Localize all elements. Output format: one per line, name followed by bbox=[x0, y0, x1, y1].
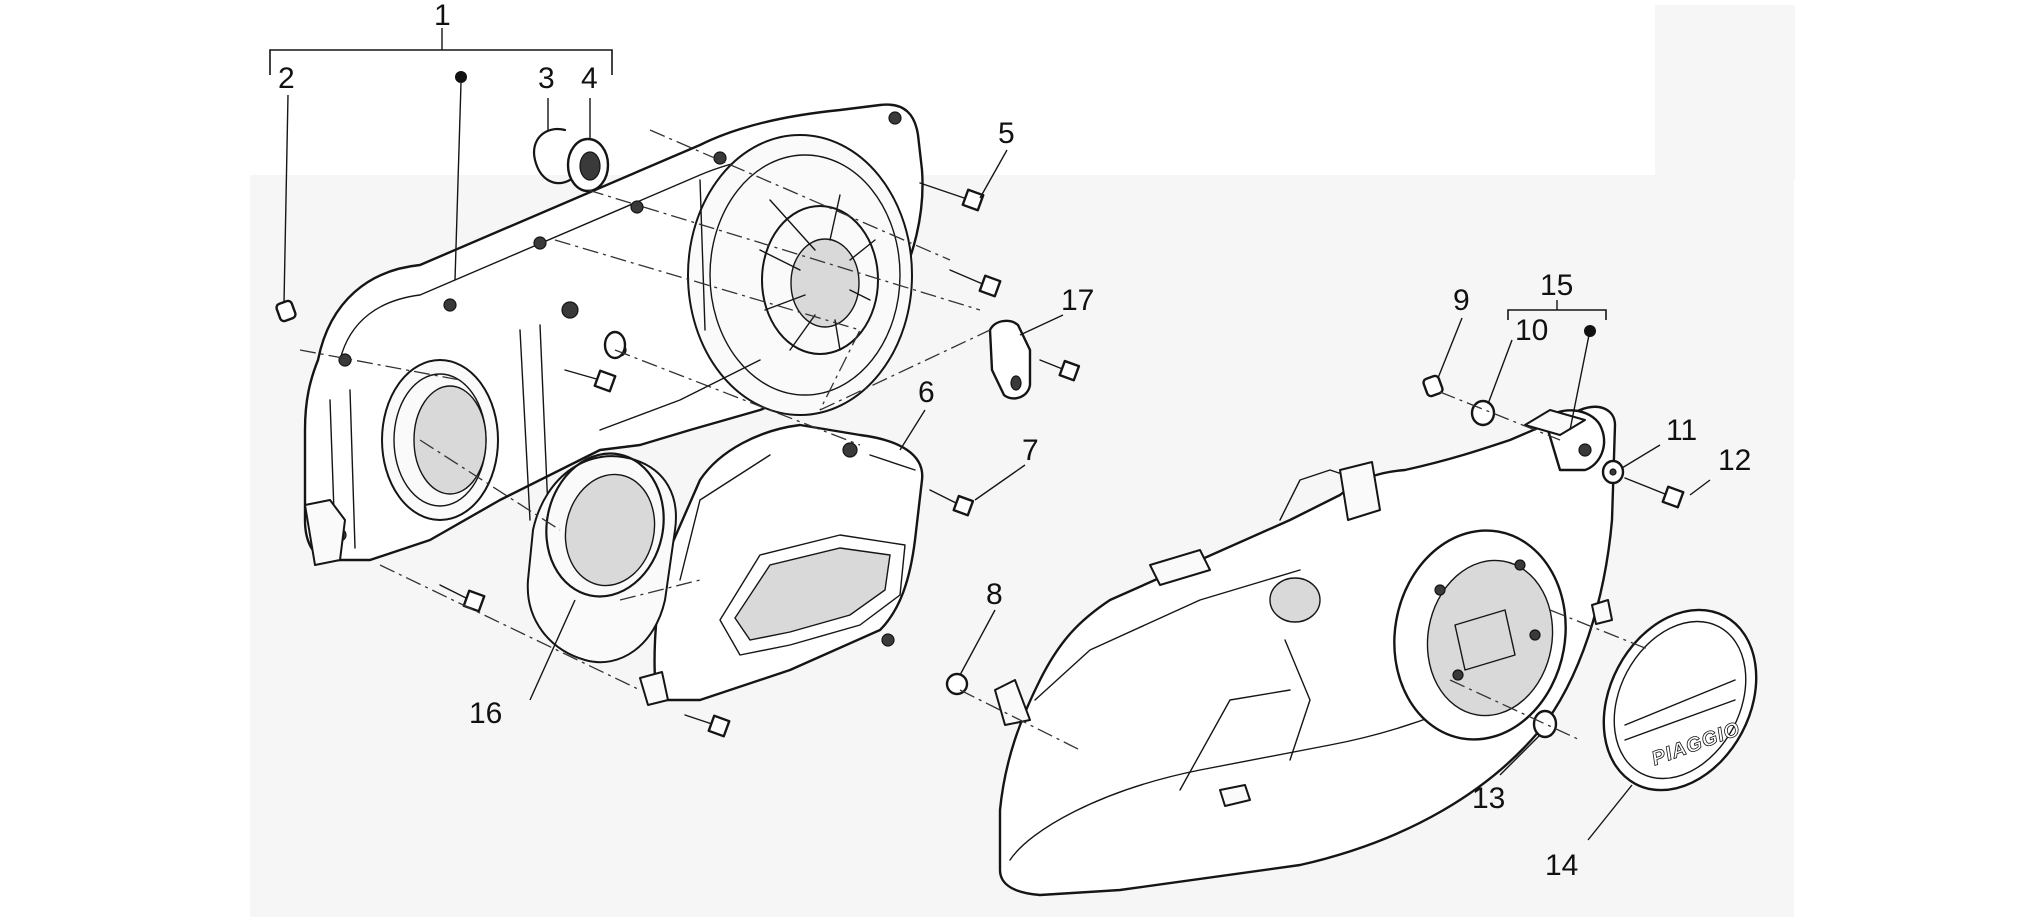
outer-transmission-cover bbox=[994, 405, 1617, 897]
callout-9: 9 bbox=[1453, 284, 1470, 317]
piaggio-badge-cap: PIAGGIO bbox=[1602, 608, 1758, 792]
background-panel-top bbox=[1655, 5, 1795, 180]
callout-5: 5 bbox=[998, 117, 1015, 150]
dowel-pin-2 bbox=[275, 299, 297, 323]
assembly-dot-15 bbox=[1584, 325, 1596, 337]
air-filter-sponge-ring bbox=[526, 452, 677, 664]
bearing-4 bbox=[566, 137, 610, 193]
callout-labels: 1 2 3 4 5 6 7 8 9 10 11 12 13 14 15 16 1… bbox=[278, 0, 1751, 882]
callout-17: 17 bbox=[1061, 284, 1094, 317]
callout-1: 1 bbox=[434, 0, 451, 32]
air-duct-cover bbox=[639, 423, 924, 706]
callout-8: 8 bbox=[986, 578, 1003, 611]
callout-13: 13 bbox=[1472, 782, 1505, 815]
assembly-dot-1 bbox=[455, 71, 467, 83]
bolts-left bbox=[439, 182, 1081, 738]
callout-14: 14 bbox=[1545, 849, 1578, 882]
callout-16: 16 bbox=[469, 697, 502, 730]
circlip-3 bbox=[532, 127, 572, 185]
bracket-17 bbox=[988, 319, 1032, 400]
callout-4: 4 bbox=[581, 62, 598, 95]
callout-12: 12 bbox=[1718, 444, 1751, 477]
callout-7: 7 bbox=[1022, 434, 1039, 467]
callout-6: 6 bbox=[918, 376, 935, 409]
callout-15: 15 bbox=[1540, 269, 1573, 302]
callout-10: 10 bbox=[1515, 314, 1548, 347]
callout-2: 2 bbox=[278, 62, 295, 95]
callout-leaders bbox=[269, 28, 1711, 841]
assembly-axis-lines bbox=[299, 129, 1651, 751]
callout-3: 3 bbox=[538, 62, 555, 95]
callout-11: 11 bbox=[1666, 414, 1697, 447]
